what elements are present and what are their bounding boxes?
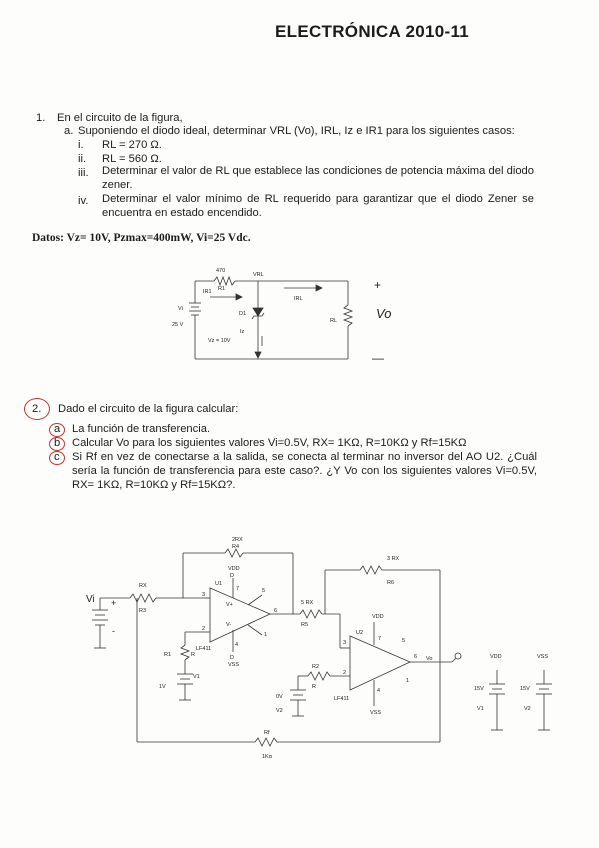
- circuit1-vo: Vo: [376, 306, 391, 321]
- circuit2-rx-label: RX: [139, 583, 147, 589]
- circuit2-minus: -: [112, 626, 115, 636]
- circuit2-pin6b: 6: [414, 654, 417, 660]
- circuit1-irl-label: IRL: [294, 296, 303, 302]
- circuit1-25v-label: 25 V: [172, 322, 184, 328]
- circuit2-vplus-a: V+: [226, 602, 233, 608]
- circuit2-v1v-label: 1V: [159, 684, 166, 690]
- circuit2-pin5a: 5: [262, 588, 265, 594]
- circuit1-r-value: 470: [216, 268, 225, 274]
- circuit2-pin3a: 3: [202, 592, 205, 598]
- q2-item-marker: c: [54, 451, 60, 463]
- circuit2-pin2a: 2: [202, 626, 205, 632]
- circuit2-vdd1-label: VDD: [228, 566, 240, 572]
- q1-item-marker: i.: [78, 139, 84, 151]
- q2-intro: Dado el circuito de la figura calcular:: [58, 403, 239, 415]
- circuit2-d2-label: D: [230, 655, 234, 661]
- q1-sub-a-marker: a.: [64, 125, 74, 137]
- q1-datos: Datos: Vz= 10V, Pzmax=400mW, Vi=25 Vdc.: [32, 232, 251, 244]
- q1-number: 1.: [36, 112, 46, 124]
- circuit2-pin4b: 4: [377, 688, 380, 694]
- circuit2-source-v1: V1: [477, 706, 484, 712]
- circuit1-ir1-label: IR1: [203, 289, 212, 295]
- circuit2-pin4a: 4: [235, 642, 238, 648]
- page-title: ELECTRÓNICA 2010-11: [275, 22, 470, 41]
- circuit2-rf-value: 1Kα: [262, 754, 273, 760]
- circuit2-plus: +: [111, 598, 116, 608]
- circuit2-r5-value: 5 RX: [301, 600, 314, 606]
- circuit2-v2-label: V2: [276, 708, 283, 714]
- q1-item-marker: iv.: [78, 195, 89, 207]
- circuit2-15v-a: 15V: [474, 686, 484, 692]
- circuit2-vo-label: Vo: [426, 656, 432, 662]
- circuit2-vminus-a: V-: [226, 622, 231, 628]
- circuit2-vss1-label: VSS: [228, 662, 239, 668]
- q1-item-text: Determinar el valor mínimo de RL requeri…: [102, 193, 534, 219]
- circuit1-minus: —: [372, 351, 384, 365]
- circuit2-pin1a: 1: [264, 632, 267, 638]
- circuit2-vdd2-label: VDD: [372, 614, 384, 620]
- circuit1-plus: +: [374, 278, 381, 292]
- handwritten-circle-c: [49, 451, 65, 465]
- circuit2-vdd-source: VDD: [490, 654, 502, 660]
- circuit2-lf411b: LF411: [334, 696, 349, 702]
- q2-item-marker: a: [54, 423, 61, 435]
- circuit1-d1-label: D1: [239, 311, 246, 317]
- circuit2-vi-label: Vi: [86, 594, 95, 605]
- circuit2-15v-b: 15V: [520, 686, 530, 692]
- circuit2-r1-label: R1: [164, 652, 171, 658]
- q2-item-text: Si Rf en vez de conectarse a la salida, …: [72, 451, 537, 491]
- circuit2-r2-label: R2: [312, 664, 319, 670]
- q2-number: 2.: [32, 403, 42, 415]
- circuit2-pin2b: 2: [343, 670, 346, 676]
- handwritten-circle-a: [49, 423, 65, 437]
- q1-item-text: Determinar el valor de RL que establece …: [102, 165, 534, 191]
- q2-item-text: Calcular Vo para los siguientes valores …: [72, 437, 467, 449]
- circuit2-u1-label: U1: [215, 581, 222, 587]
- circuit2-r3-label: R3: [139, 608, 146, 614]
- q2-item-text: La función de transferencia.: [72, 423, 211, 435]
- circuit1-vi-label: Vi: [178, 306, 183, 312]
- q1-item-marker: ii.: [78, 153, 87, 165]
- circuit1-vrl-label: VRL: [253, 272, 264, 278]
- circuit2-lf411a: LF411: [196, 646, 211, 652]
- circuit2-d1-label: D: [230, 573, 234, 579]
- handwritten-circle-b: [49, 437, 65, 451]
- circuit2-v2v-label: 0V: [276, 694, 283, 700]
- circuit2-pin7b: 7: [378, 636, 381, 642]
- circuit1-vz-label: Vz = 10V: [208, 338, 231, 344]
- circuit2-pin3b: 3: [343, 640, 346, 646]
- circuit1-iz-label: Iz: [240, 329, 245, 335]
- circuit2-source-v2: V2: [524, 706, 531, 712]
- circuit2-vss-source: VSS: [537, 654, 548, 660]
- circuit2-pin7a: 7: [236, 586, 239, 592]
- q1-item-marker: iii.: [78, 167, 89, 179]
- q1-sub-a-text: Suponiendo el diodo ideal, determinar VR…: [78, 125, 515, 137]
- circuit2-v1-label: V1: [193, 674, 200, 680]
- q1-item-text: RL = 270 Ω.: [102, 139, 162, 151]
- circuit2-r6-label: R6: [387, 580, 394, 586]
- circuit2-r2r-label: R: [312, 684, 316, 690]
- circuit2-rf-label: Rf: [264, 730, 270, 736]
- circuit2-r4-label: R4: [232, 544, 239, 550]
- circuit2-pin6a: 6: [274, 608, 277, 614]
- circuit2-pin1b: 1: [406, 678, 409, 684]
- circuit2-pin5b: 5: [402, 638, 405, 644]
- q1-intro: En el circuito de la figura,: [57, 112, 183, 124]
- circuit2-r6-value: 3 RX: [387, 556, 400, 562]
- handwritten-circle-2: [24, 398, 50, 420]
- q1-item-text: RL = 560 Ω.: [102, 153, 162, 165]
- circuit1-r1-label: R1: [218, 286, 225, 292]
- q2-item-marker: b: [54, 437, 61, 449]
- circuit2-r5-label: R5: [301, 622, 308, 628]
- circuit2-u2-label: U2: [356, 630, 363, 636]
- circuit2-r1r-label: R: [191, 652, 195, 658]
- circuit2-r4-value: 2RX: [232, 537, 243, 543]
- circuit1-rl-label: RL: [330, 318, 337, 324]
- circuit2-vss2-label: VSS: [370, 710, 381, 716]
